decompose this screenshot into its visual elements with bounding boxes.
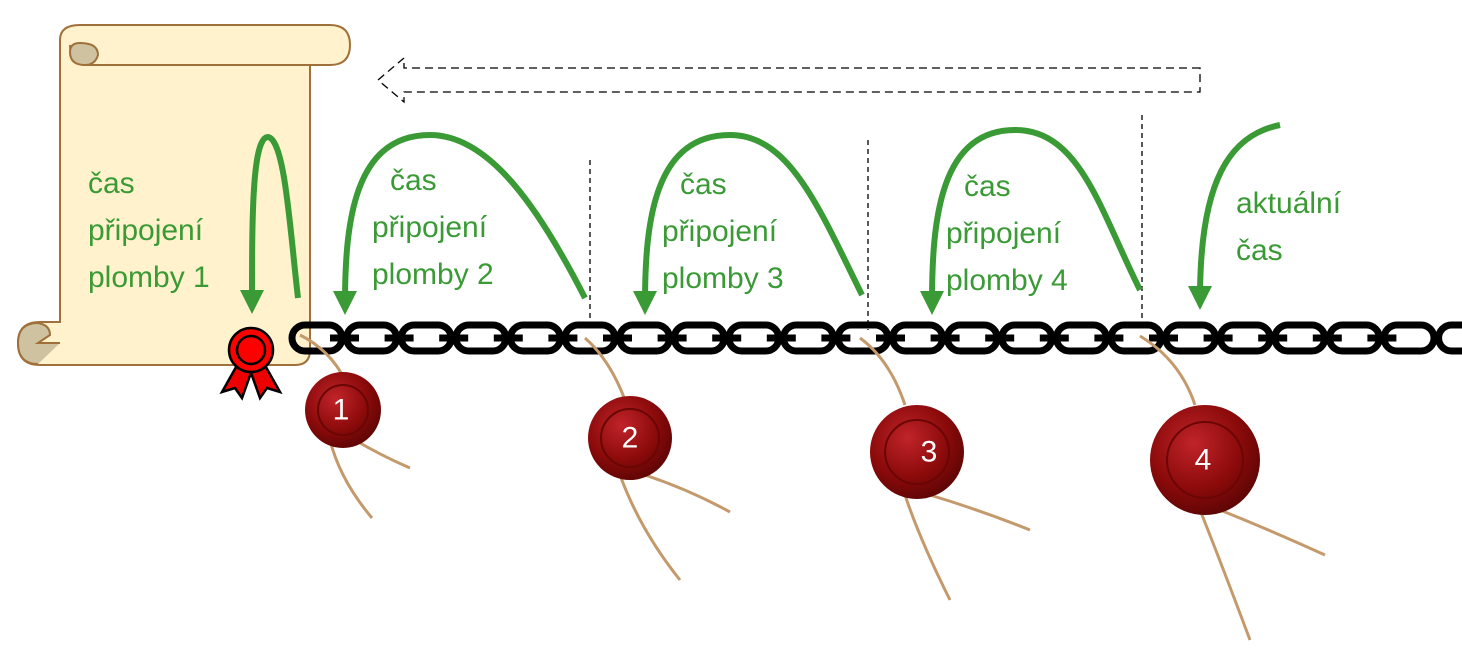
chain-link [1380,321,1438,355]
separators [589,115,1143,330]
wax-seal-4: 4 [1150,405,1260,515]
seal-number: 1 [333,394,350,427]
arrow-seal-1 [240,133,301,314]
green-arrows [240,122,1281,315]
arrow-seal-3 [633,131,865,315]
wax-seal-3: 3 [870,405,964,499]
wax-seal-2: 2 [588,396,672,480]
dashed-left-arrow [376,56,1201,104]
seal-number: 4 [1195,444,1212,477]
chain [288,321,1462,355]
ribbon-rosette-icon [219,326,283,401]
scroll-document-icon [16,24,352,366]
chain-link [1435,321,1462,355]
arrow-seal-2 [333,131,588,315]
seal-strings [299,333,1326,641]
seal-number: 2 [622,422,639,455]
arrow-current-time [1188,122,1281,310]
seal-number: 3 [921,436,938,469]
arrow-seal-4 [920,126,1143,315]
wax-seal-1: 1 [305,372,381,448]
